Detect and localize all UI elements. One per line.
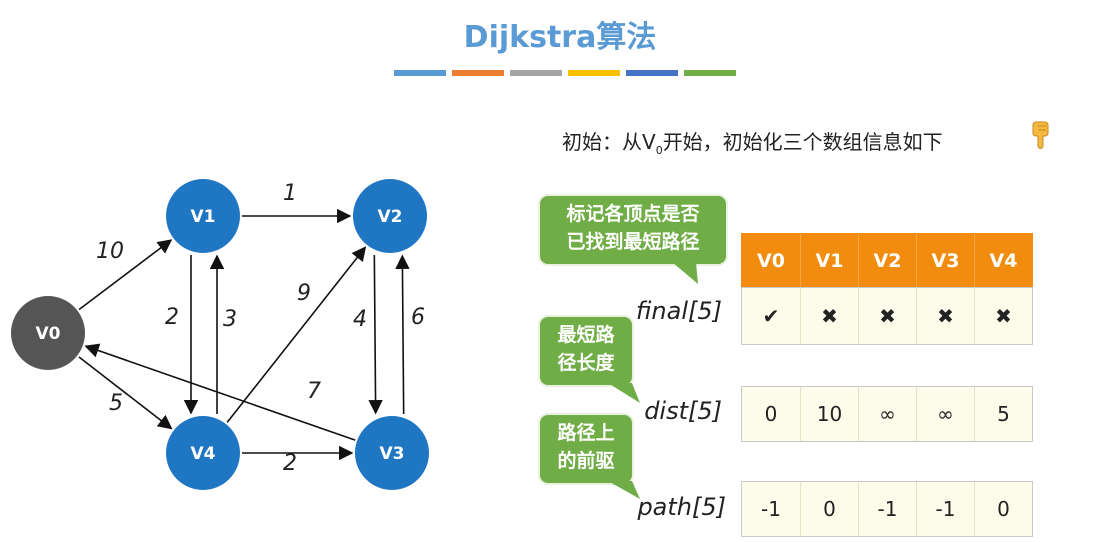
node-v4: V4 [166,416,240,490]
pointing-down-hand-icon [1032,121,1049,149]
path-row: -1 0 -1 -1 0 [741,481,1033,537]
edge-V3-V0 [84,343,356,441]
path-cell: -1 [858,482,916,536]
dist-row: 0 10 ∞ ∞ 5 [741,386,1033,442]
bubble-tail [608,383,640,403]
node-circle [166,179,240,253]
final-explanation-bubble: 标记各顶点是否 已找到最短路径 [538,194,728,266]
node-v0: V0 [11,296,85,370]
dist-row-label: dist[5] [644,397,722,425]
edge-weight-label: 3 [223,307,237,332]
title-color-bar [394,70,736,76]
bubble-tail [672,262,698,284]
edge-weight-label: 4 [353,307,367,332]
edge-V4-V2 [226,246,367,423]
cross-icon: ✖ [974,288,1032,344]
edge-V0-V1 [78,239,173,311]
node-v3: V3 [355,416,429,490]
edge-weight-label: 6 [411,305,425,330]
bubble-line: 径长度 [557,352,615,374]
header-cell: V3 [916,234,974,288]
color-segment [568,70,620,76]
page-title: Dijkstra算法 [463,20,657,55]
path-cell: 0 [800,482,858,536]
dist-cell: 5 [974,387,1032,441]
final-row-label: final[5] [635,297,722,325]
intro-after: 开始，初始化三个数组信息如下 [662,130,943,154]
edge-weight-label: 7 [307,379,321,404]
intro-subscript: 0 [655,144,663,157]
node-circle [355,416,429,490]
edge-weight-label: 2 [283,451,297,476]
edge-weight-label: 1 [283,181,297,206]
intro-before: 初始：从V [562,130,656,154]
edge-weight-label: 2 [165,305,179,330]
path-cell: -1 [916,482,974,536]
bubble-line: 的前驱 [557,450,615,472]
dist-cell: 10 [800,387,858,441]
node-v2: V2 [353,179,427,253]
intro-text: 初始：从V0开始，初始化三个数组信息如下 [562,126,943,157]
path-cell: -1 [761,497,781,521]
bubble-tail [608,481,640,499]
path-explanation-bubble: 路径上 的前驱 [538,413,634,485]
edge-V2-V3 [368,254,383,415]
final-row: ✔ ✖ ✖ ✖ ✖ [741,287,1033,345]
path-row-label: path[5] [637,493,726,521]
cross-icon: ✖ [858,288,916,344]
color-segment [452,70,504,76]
cross-icon: ✖ [916,288,974,344]
node-circle [166,416,240,490]
bubble-line: 已找到最短路径 [566,231,700,253]
node-label: V3 [380,444,405,464]
node-label: V1 [191,207,216,227]
color-segment [394,70,446,76]
node-label: V0 [36,324,61,344]
color-segment [684,70,736,76]
header-cell: V0 [757,250,785,272]
dist-cell: 0 [764,402,778,426]
header-cell: V2 [858,234,916,288]
edge-weight-label: 9 [297,281,311,306]
node-label: V4 [191,444,216,464]
bubble-line: 最短路 [557,324,615,346]
edge-V0-V4 [78,356,173,430]
header-cell: V4 [974,234,1032,288]
dist-explanation-bubble: 最短路 径长度 [538,315,634,387]
node-v1: V1 [166,179,240,253]
header-cell: V1 [800,234,858,288]
edge-weight-label: 10 [96,239,124,264]
edge-V3-V2 [395,254,410,415]
dist-cell: ∞ [858,387,916,441]
cross-icon: ✖ [800,288,858,344]
table-header-row: V0 V1 V2 V3 V4 [741,233,1033,289]
color-segment [626,70,678,76]
check-icon: ✔ [762,304,780,328]
bubble-line: 标记各顶点是否 [566,203,700,225]
bubble-line: 路径上 [557,422,615,444]
path-cell: 0 [974,482,1032,536]
node-label: V2 [378,207,403,227]
edge-weight-label: 5 [109,391,123,416]
color-segment [510,70,562,76]
node-circle [11,296,85,370]
node-circle [353,179,427,253]
dist-cell: ∞ [916,387,974,441]
